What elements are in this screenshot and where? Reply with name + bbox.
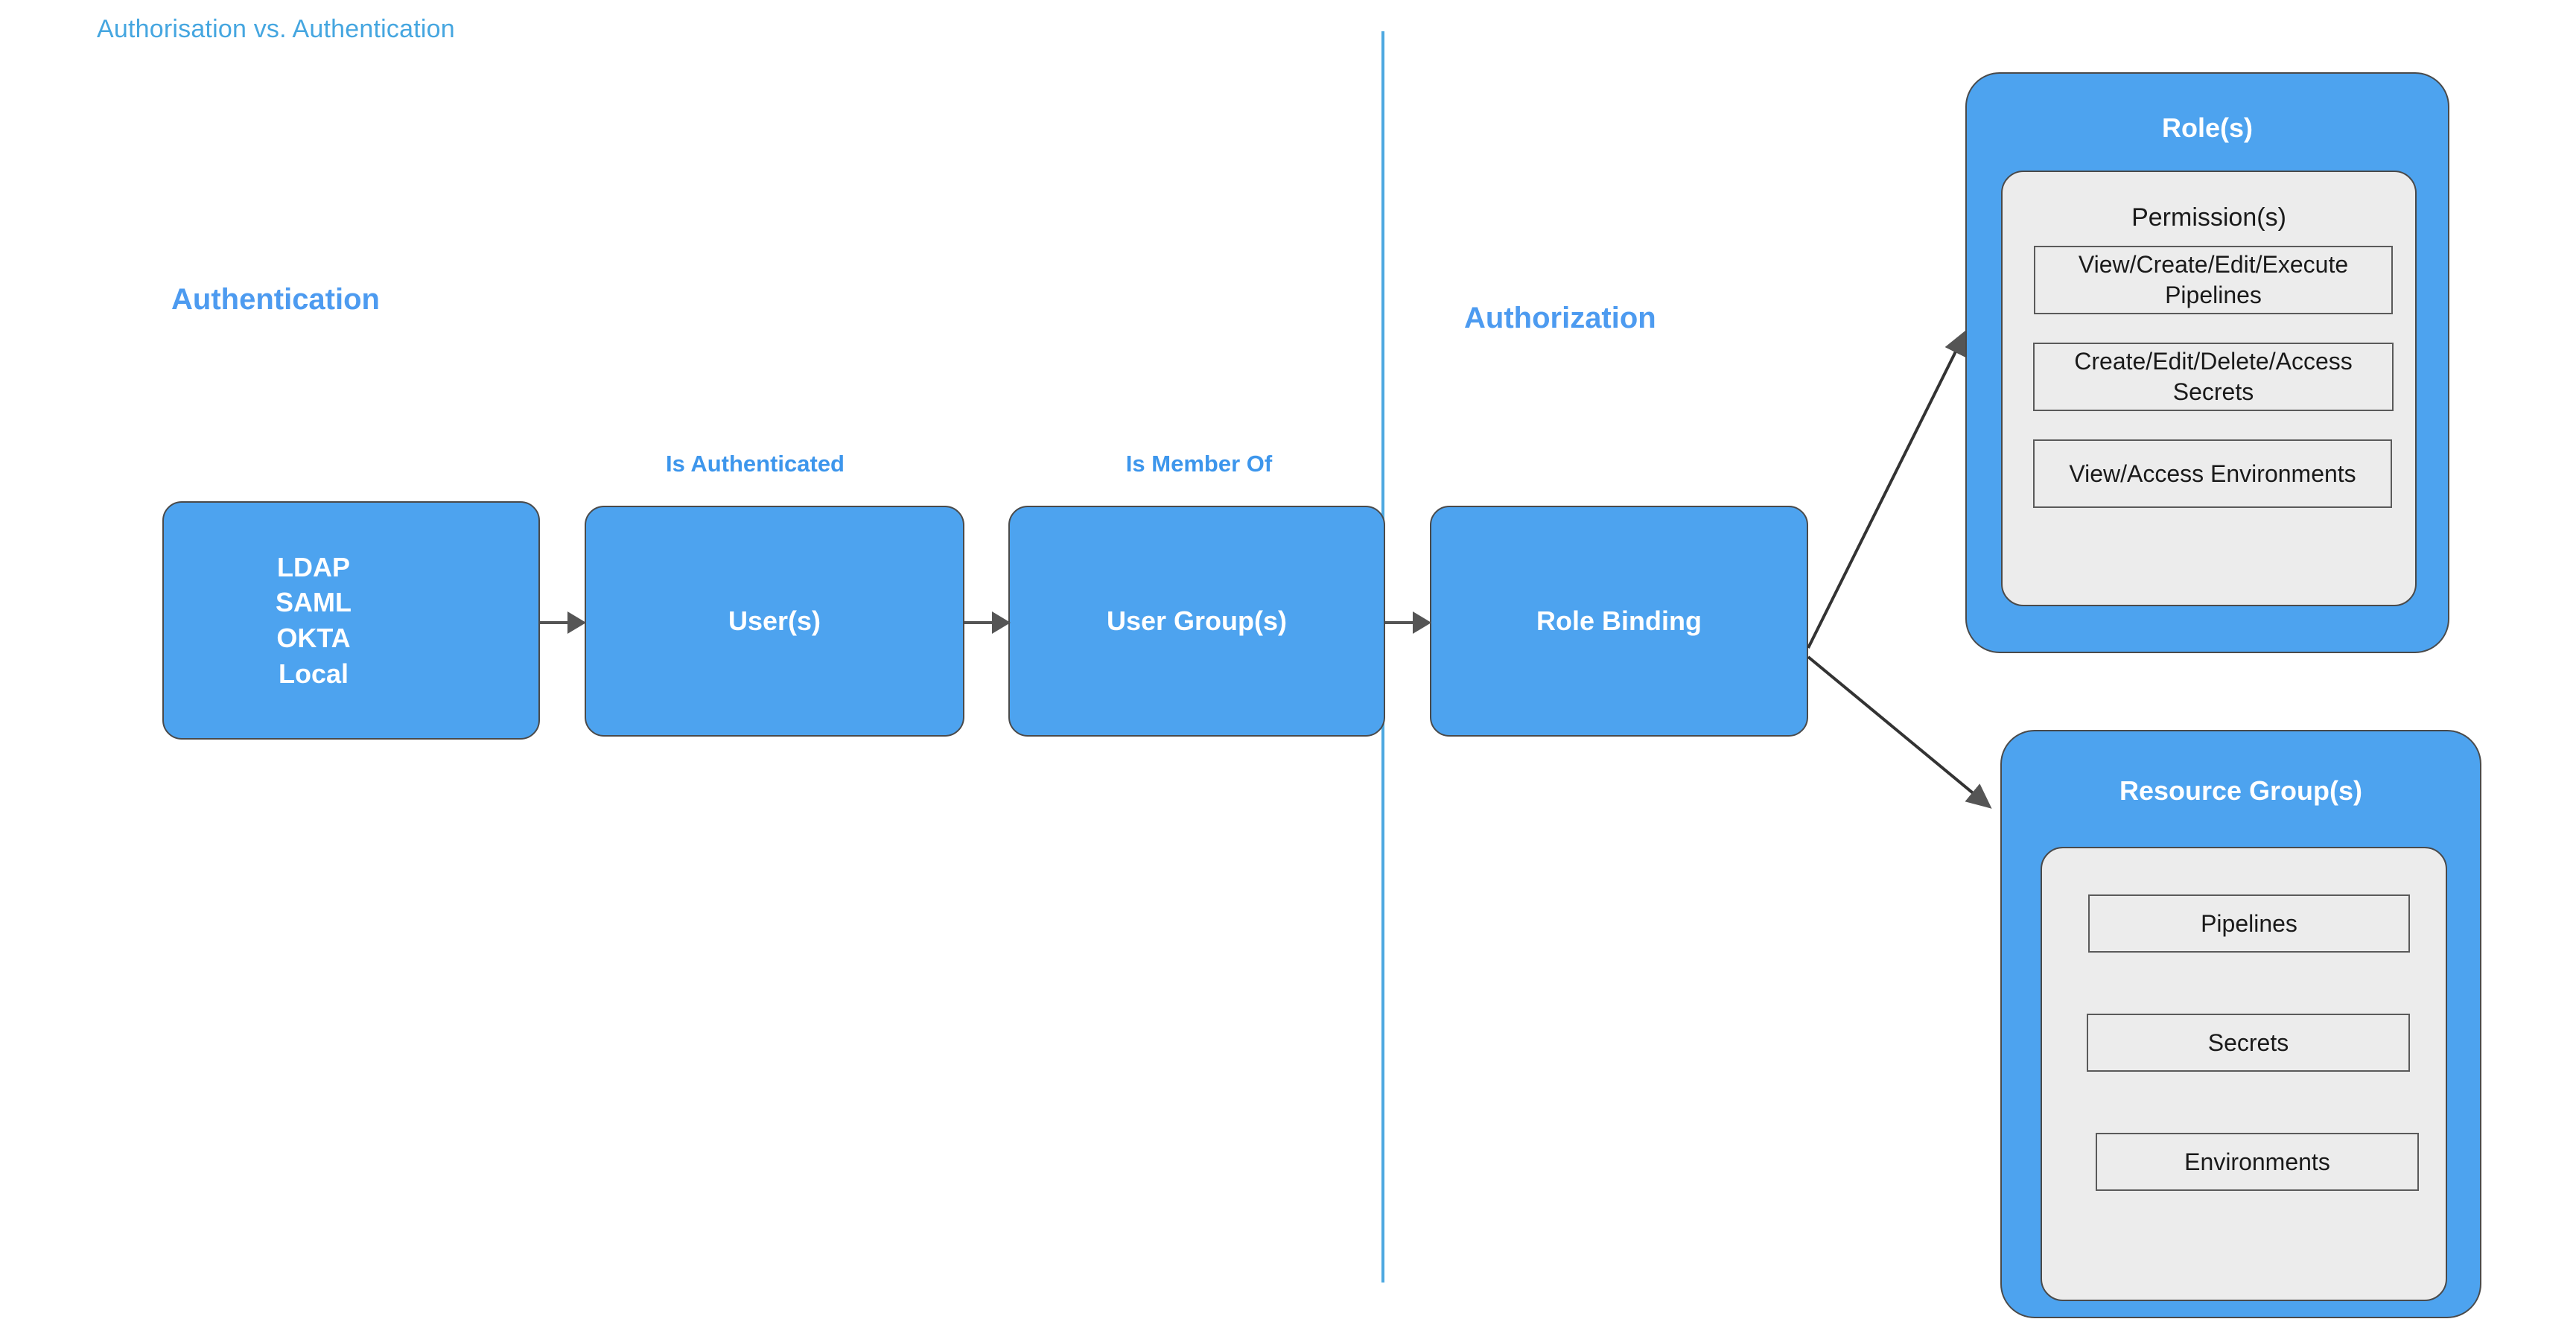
panel-roles-title: Role(s): [2161, 112, 2253, 143]
provider-okta: OKTA: [276, 623, 351, 653]
panel-roles[interactable]: Role(s) Permission(s) View/Create/Edit/E…: [1965, 72, 2449, 653]
node-identity-providers[interactable]: LDAP SAML OKTA Local: [162, 501, 540, 740]
arrow-role-binding-to-roles: [1807, 329, 1967, 649]
panel-resource-groups[interactable]: Resource Group(s) Pipelines Secrets Envi…: [2000, 730, 2481, 1318]
edge-label-is-member-of: Is Member Of: [1125, 451, 1273, 477]
permission-item[interactable]: View/Access Environments: [2033, 439, 2392, 508]
panel-permissions-title: Permission(s): [2131, 203, 2286, 232]
resource-item[interactable]: Environments: [2096, 1133, 2419, 1191]
connector-groups-to-role-binding: [1385, 621, 1416, 624]
node-role-binding[interactable]: Role Binding: [1430, 506, 1808, 737]
panel-permissions: Permission(s) View/Create/Edit/Execute P…: [2001, 171, 2417, 606]
panel-resources-list: Pipelines Secrets Environments: [2041, 847, 2447, 1301]
node-users[interactable]: User(s): [585, 506, 964, 737]
edge-label-is-authenticated: Is Authenticated: [666, 451, 845, 477]
provider-ldap: LDAP: [277, 551, 350, 582]
resource-item[interactable]: Secrets: [2087, 1014, 2410, 1072]
section-heading-authorization: Authorization: [1464, 302, 1656, 334]
panel-resource-groups-title: Resource Group(s): [2119, 775, 2363, 806]
connector-providers-to-users: [540, 621, 571, 624]
arrowhead-icon-groups-to-role-binding: [1413, 611, 1431, 634]
permission-item[interactable]: View/Create/Edit/Execute Pipelines: [2034, 246, 2393, 314]
arrowhead-icon-providers-to-users: [567, 611, 586, 634]
node-user-groups[interactable]: User Group(s): [1008, 506, 1385, 737]
arrow-role-binding-to-resource-groups: [1807, 655, 1992, 809]
connector-users-to-groups: [964, 621, 996, 624]
provider-local: Local: [278, 658, 349, 689]
page-title: Authorisation vs. Authentication: [97, 15, 455, 43]
section-heading-authentication: Authentication: [171, 283, 380, 316]
provider-saml: SAML: [276, 587, 352, 618]
arrowhead-icon-users-to-groups: [992, 611, 1011, 634]
permission-item[interactable]: Create/Edit/Delete/Access Secrets: [2033, 343, 2394, 411]
resource-item[interactable]: Pipelines: [2088, 894, 2410, 953]
